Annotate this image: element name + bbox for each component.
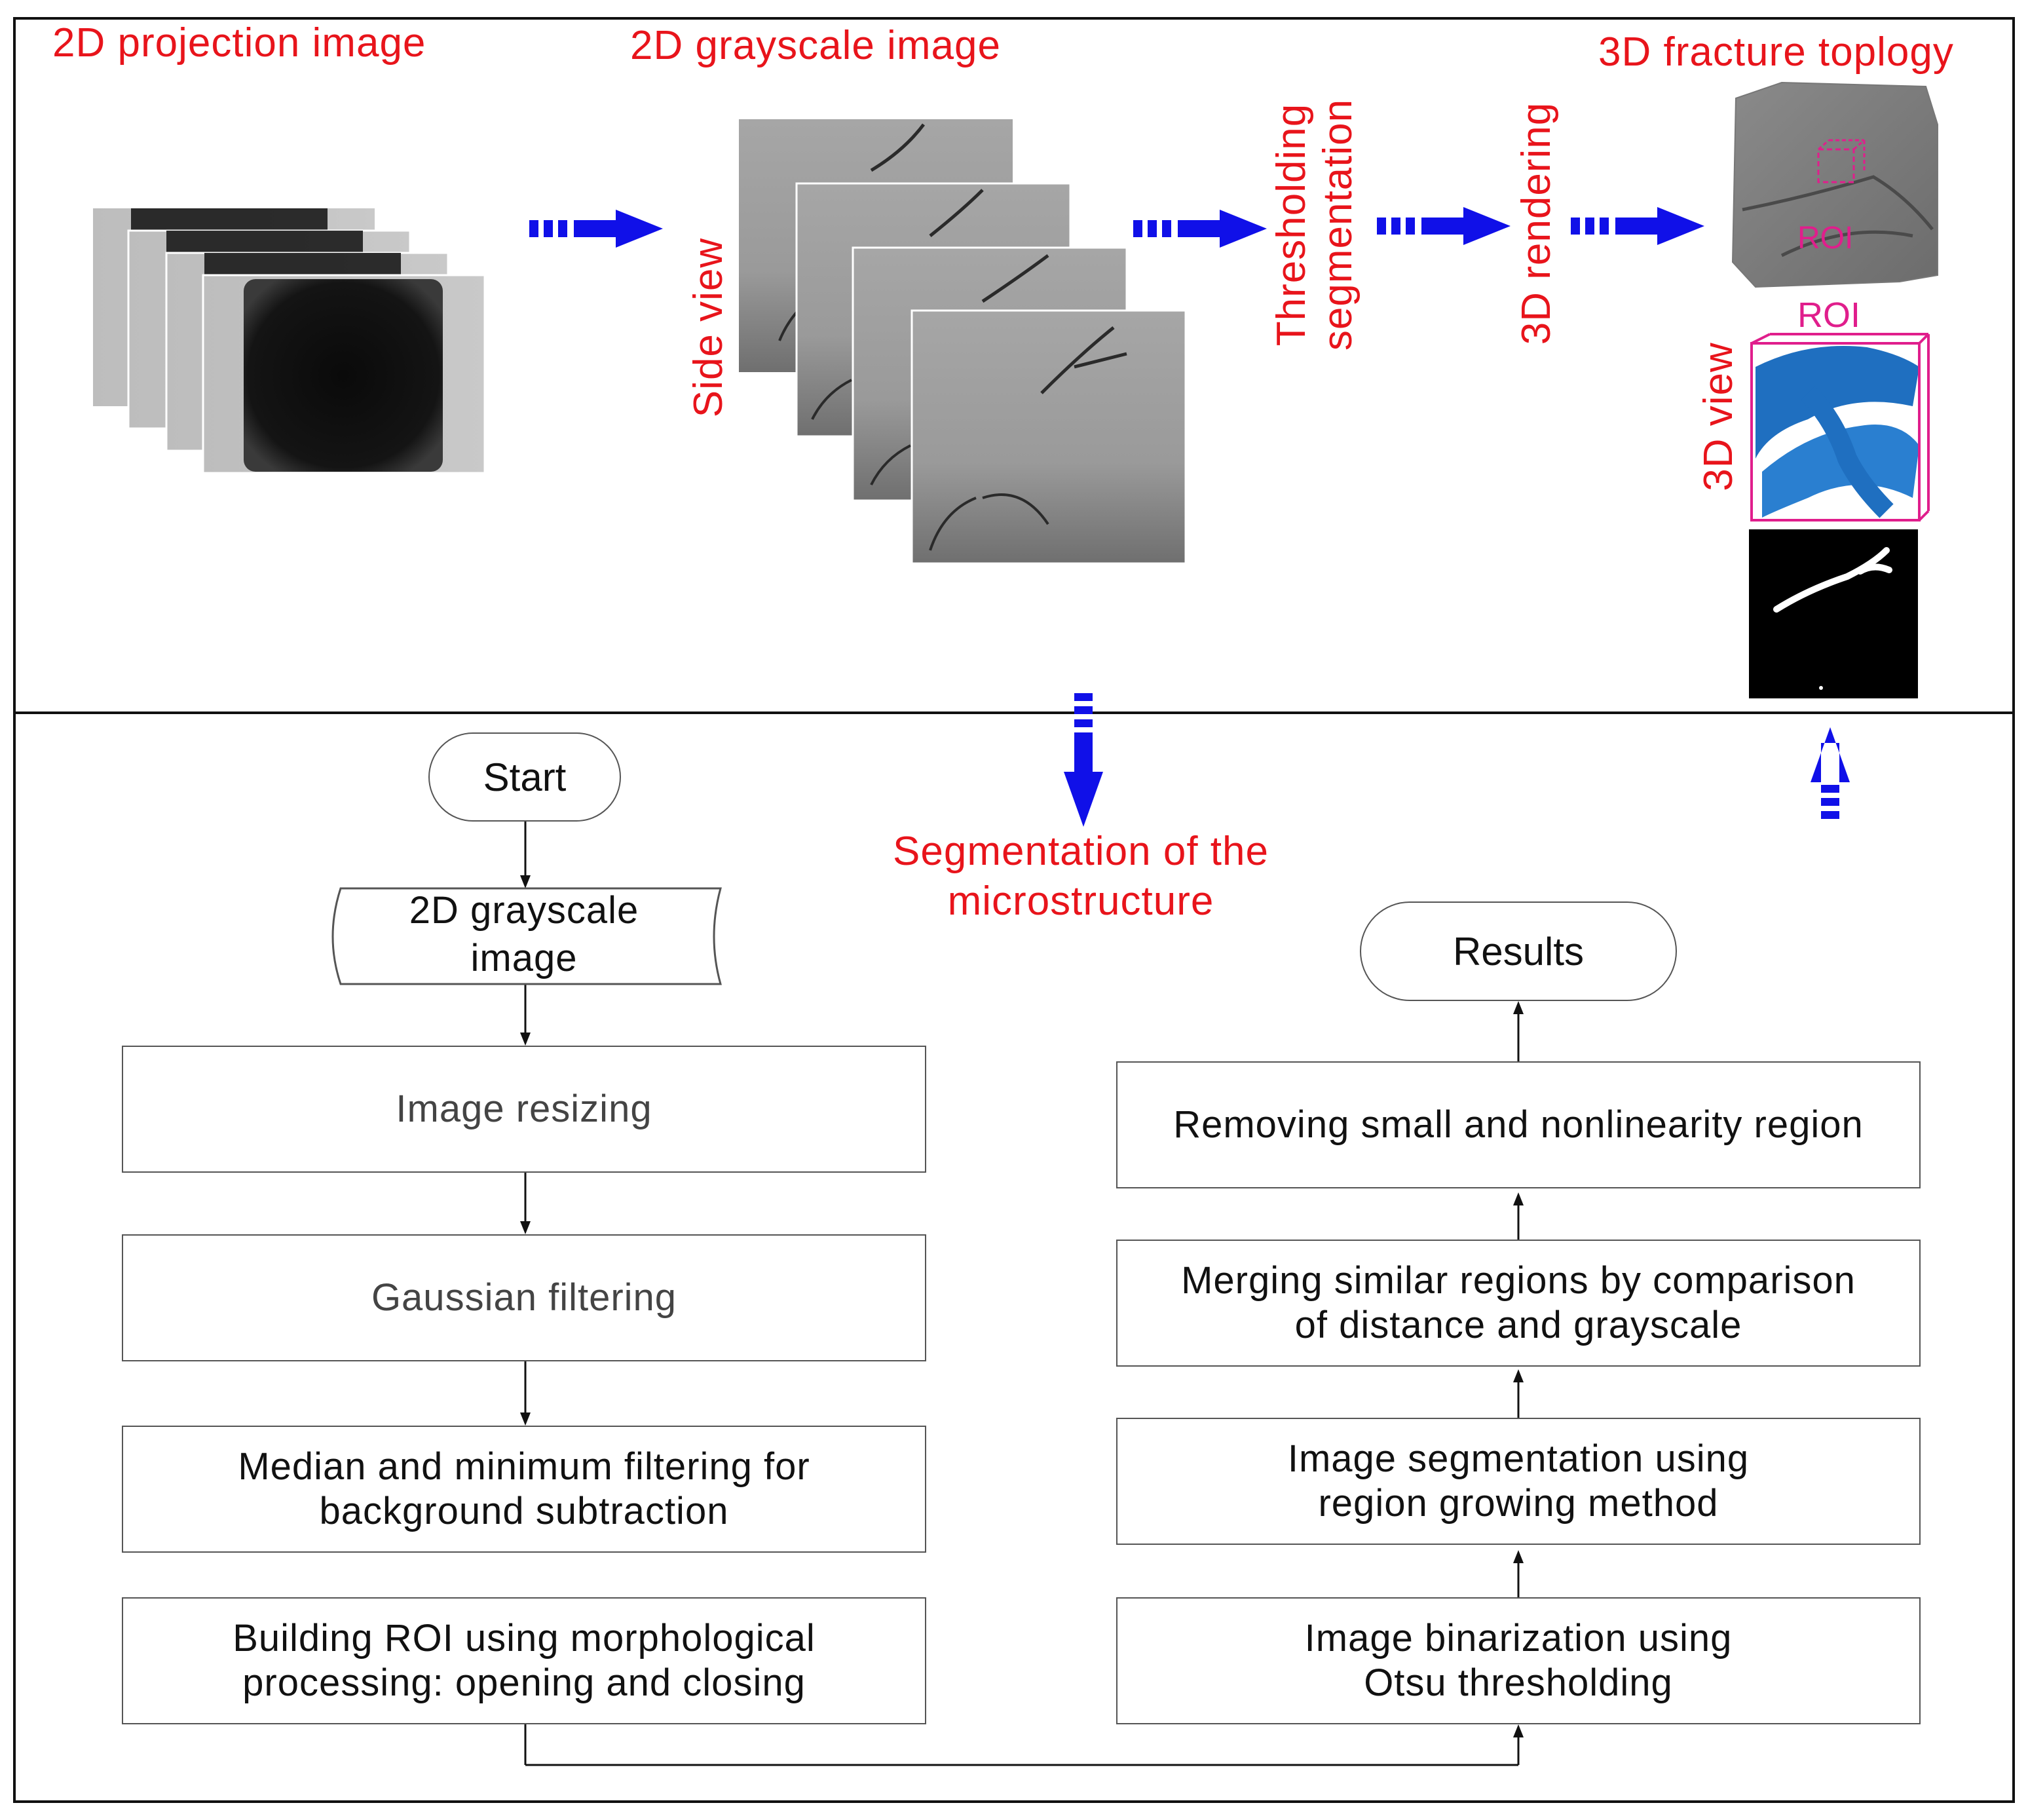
flow-region-growing: Image segmentation using region growing … <box>1116 1418 1921 1545</box>
flow-removing-small-regions: Removing small and nonlinearity region <box>1116 1061 1921 1188</box>
arrow-up-results <box>1811 727 1850 819</box>
flow-region-line2: region growing method <box>1318 1482 1719 1525</box>
grayscale-image-stack <box>739 119 1187 565</box>
outer-frame <box>13 17 2015 1803</box>
fracture-topology-cube <box>1731 81 1938 288</box>
arrow-down-segmentation <box>1064 693 1103 827</box>
flow-input-line1: 2D grayscale <box>409 889 639 932</box>
label-thresholding-segmentation: Thresholding segmentation <box>1268 77 1362 372</box>
flow-image-resizing: Image resizing <box>122 1046 926 1173</box>
input-shape <box>331 887 722 985</box>
label-roi-outer: ROI <box>1797 295 1861 335</box>
arrow-threshold-to-rendering <box>1377 207 1511 245</box>
projection-image-stack <box>93 208 486 474</box>
label-3d-view: 3D view <box>1696 342 1741 491</box>
label-3d-rendering: 3D rendering <box>1514 102 1559 345</box>
label-fracture-topology: 3D fracture toplogy <box>1598 29 1954 75</box>
roi-3d-view <box>1750 333 1930 524</box>
flow-otsu-line2: Otsu thresholding <box>1364 1661 1673 1704</box>
arrow-grayscale-to-threshold <box>1133 210 1267 248</box>
flow-roi-line2: processing: opening and closing <box>242 1661 806 1704</box>
flow-building-roi: Building ROI using morphological process… <box>122 1597 926 1724</box>
label-side-view: Side view <box>686 237 731 418</box>
binary-fracture-image <box>1749 529 1918 698</box>
flow-median-line1: Median and minimum filtering for <box>238 1445 810 1488</box>
arrow-rendering-to-topology <box>1571 207 1704 245</box>
flow-region-line1: Image segmentation using <box>1287 1437 1750 1480</box>
flow-input-line2: image <box>470 936 578 979</box>
arrow-projection-to-grayscale <box>529 210 663 248</box>
flow-merging-regions: Merging similar regions by comparison of… <box>1116 1240 1921 1367</box>
label-thresholding-line1: Thresholding <box>1269 103 1314 347</box>
label-grayscale-image: 2D grayscale image <box>630 23 1001 68</box>
label-thresholding-line2: segmentation <box>1315 98 1361 351</box>
flow-merging-line2: of distance and grayscale <box>1294 1304 1742 1346</box>
flow-median-line2: background subtraction <box>319 1490 729 1532</box>
label-roi-inner: ROI <box>1797 221 1854 256</box>
flow-otsu-line1: Image binarization using <box>1304 1616 1733 1659</box>
flow-roi-line1: Building ROI using morphological <box>233 1616 816 1659</box>
label-segmentation: Segmentation of the microstructure <box>819 827 1343 926</box>
flow-results: Results <box>1360 901 1677 1001</box>
flow-otsu-binarization: Image binarization using Otsu thresholdi… <box>1116 1597 1921 1724</box>
label-segmentation-line1: Segmentation of the <box>893 829 1269 874</box>
flow-gaussian-filtering: Gaussian filtering <box>122 1234 926 1361</box>
label-segmentation-line2: microstructure <box>947 878 1214 924</box>
label-projection-image: 2D projection image <box>52 20 426 66</box>
flow-merging-line1: Merging similar regions by comparison <box>1181 1259 1856 1302</box>
flow-start: Start <box>428 732 621 822</box>
flow-connectors <box>520 822 1524 1766</box>
flow-input-text: 2D grayscale image <box>341 887 707 982</box>
flow-median-minimum-filtering: Median and minimum filtering for backgro… <box>122 1426 926 1553</box>
